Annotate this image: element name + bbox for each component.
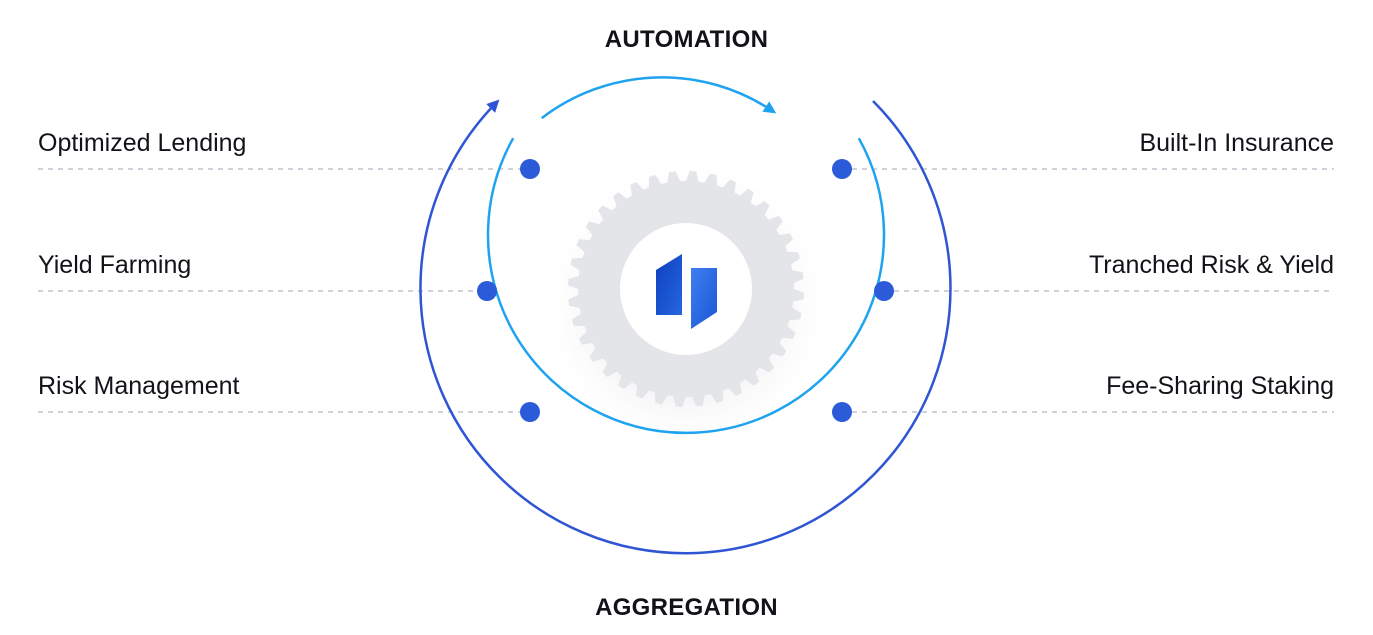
feature-yield-farming: Yield Farming bbox=[38, 251, 192, 279]
feature-risk-management: Risk Management bbox=[38, 372, 240, 400]
logo-badge bbox=[620, 223, 752, 355]
node-optimized-lending bbox=[520, 159, 540, 179]
brand-logo-icon bbox=[656, 254, 717, 329]
node-risk-management bbox=[520, 402, 540, 422]
feature-built-in-insurance: Built-In Insurance bbox=[1139, 129, 1334, 157]
heading-aggregation: AGGREGATION bbox=[595, 594, 778, 621]
inner-ring-lower bbox=[486, 137, 886, 435]
node-yield-farming bbox=[477, 281, 497, 301]
node-fee-sharing-staking bbox=[832, 402, 852, 422]
feature-optimized-lending: Optimized Lending bbox=[38, 129, 247, 157]
heading-automation: AUTOMATION bbox=[604, 26, 769, 53]
feature-tranched-risk-yield: Tranched Risk & Yield bbox=[1088, 251, 1334, 279]
node-tranched-risk-yield bbox=[874, 281, 894, 301]
feature-fee-sharing-staking: Fee-Sharing Staking bbox=[1106, 372, 1334, 400]
inner-ring-arrow bbox=[541, 76, 777, 120]
outer-ring bbox=[419, 99, 952, 555]
node-built-in-insurance bbox=[832, 159, 852, 179]
